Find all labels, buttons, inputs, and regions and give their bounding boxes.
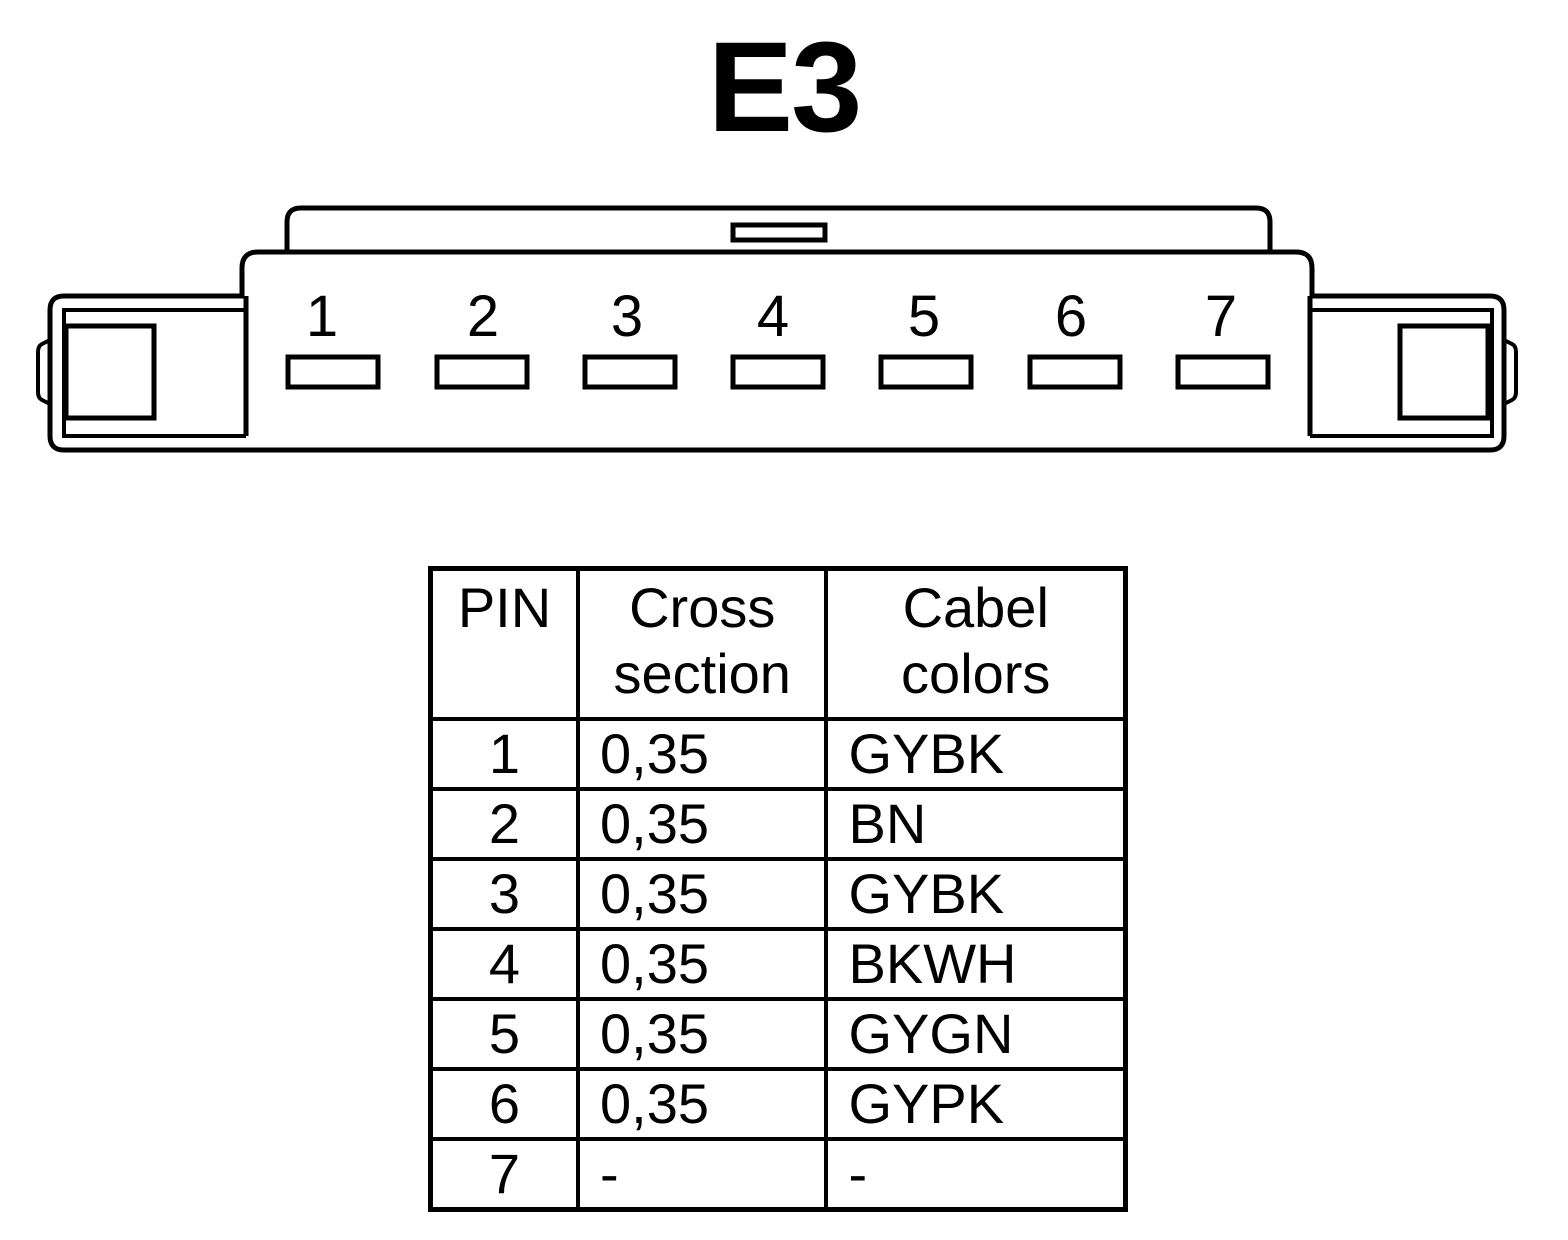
right-locking-window [1397, 323, 1491, 421]
left-locking-window [63, 323, 157, 421]
table-header-row: PIN Cross section Cabel colors [428, 566, 1128, 721]
pin-slot-5 [878, 354, 974, 390]
header-cross-section: Cross section [575, 566, 829, 721]
pin-label-1: 1 [306, 284, 338, 349]
cell-cross-section: 0,35 [575, 927, 829, 1001]
connector-title: E3 [707, 16, 863, 159]
right-side-tab [1503, 338, 1518, 406]
connector-top-ridge [284, 205, 1273, 250]
pin-label-5: 5 [908, 284, 940, 349]
connector-body-outline [47, 249, 1507, 453]
cell-cross-section: - [575, 1137, 829, 1212]
header-cable-colors-line-2: colors [901, 642, 1051, 705]
pin-slot-6 [1027, 354, 1123, 390]
table-row: 2 0,35 BN [428, 787, 1128, 861]
cell-pin: 4 [428, 927, 580, 1001]
header-cable-colors: Cabel colors [824, 566, 1128, 721]
pin-slot-1 [285, 354, 381, 390]
table-row: 3 0,35 GYBK [428, 857, 1128, 931]
connector-diagram: 1 2 3 4 5 6 7 [36, 205, 1518, 453]
cell-cable-color: GYPK [824, 1067, 1128, 1141]
cell-cable-color: - [824, 1137, 1128, 1212]
table-row: 5 0,35 GYGN [428, 997, 1128, 1071]
cell-cross-section: 0,35 [575, 997, 829, 1071]
pin-label-6: 6 [1055, 284, 1087, 349]
left-side-tab [36, 338, 51, 406]
cell-pin: 7 [428, 1137, 580, 1212]
pin-assignment-table: PIN Cross section Cabel colors 1 0,35 GY… [428, 566, 1128, 1212]
cell-cross-section: 0,35 [575, 1067, 829, 1141]
pin-label-7: 7 [1205, 284, 1237, 349]
pin-slot-4 [730, 354, 826, 390]
right-flange-inner [1310, 308, 1494, 438]
cell-cable-color: BN [824, 787, 1128, 861]
cell-pin: 1 [428, 717, 580, 791]
table-row: 7 - - [428, 1137, 1128, 1212]
header-pin: PIN [428, 566, 580, 721]
cell-cross-section: 0,35 [575, 717, 829, 791]
cell-cross-section: 0,35 [575, 857, 829, 931]
cell-cable-color: BKWH [824, 927, 1128, 1001]
cell-pin: 6 [428, 1067, 580, 1141]
cell-cross-section: 0,35 [575, 787, 829, 861]
table-row: 6 0,35 GYPK [428, 1067, 1128, 1141]
table-row: 1 0,35 GYBK [428, 717, 1128, 791]
pin-slot-7 [1175, 354, 1271, 390]
cell-pin: 3 [428, 857, 580, 931]
pin-label-4: 4 [757, 284, 789, 349]
pin-label-2: 2 [467, 284, 499, 349]
header-cable-colors-line-1: Cabel [902, 576, 1049, 639]
connector-latch [730, 222, 828, 243]
cell-pin: 2 [428, 787, 580, 861]
pin-slot-2 [434, 354, 530, 390]
header-cross-section-line-1: Cross [629, 576, 776, 639]
header-cross-section-line-2: section [613, 642, 791, 705]
table-row: 4 0,35 BKWH [428, 927, 1128, 1001]
header-pin-label: PIN [457, 576, 552, 639]
cell-cable-color: GYBK [824, 717, 1128, 791]
pin-slot-3 [582, 354, 678, 390]
cell-pin: 5 [428, 997, 580, 1071]
cell-cable-color: GYBK [824, 857, 1128, 931]
cell-cable-color: GYGN [824, 997, 1128, 1071]
pin-label-3: 3 [611, 284, 643, 349]
